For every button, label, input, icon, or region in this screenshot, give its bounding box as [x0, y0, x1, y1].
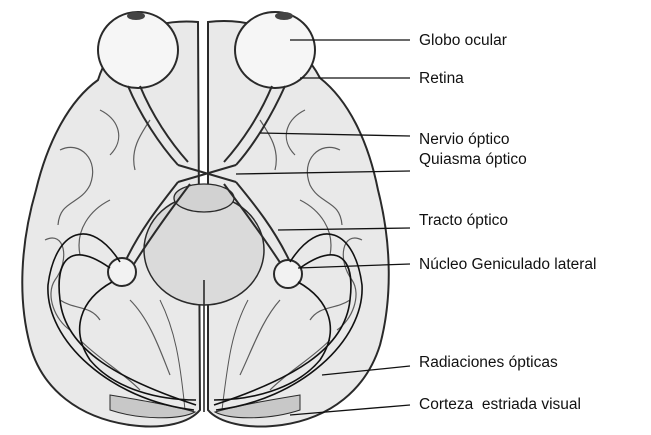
right-eyeball: [235, 12, 315, 88]
eyeballs: [98, 12, 315, 88]
left-eyeball: [98, 12, 178, 88]
label-optic-tract: Tracto óptico: [419, 213, 508, 229]
right-lgn: [274, 260, 302, 288]
label-retina: Retina: [419, 71, 464, 87]
label-lgn: Núcleo Geniculado lateral: [419, 257, 597, 273]
label-eyeball: Globo ocular: [419, 33, 507, 49]
left-lgn: [108, 258, 136, 286]
label-optic-chiasm: Quiasma óptico: [419, 152, 527, 168]
label-optic-radiations: Radiaciones ópticas: [419, 355, 558, 371]
label-optic-nerve: Nervio óptico: [419, 132, 509, 148]
label-visual-cortex: Corteza estriada visual: [419, 397, 581, 413]
